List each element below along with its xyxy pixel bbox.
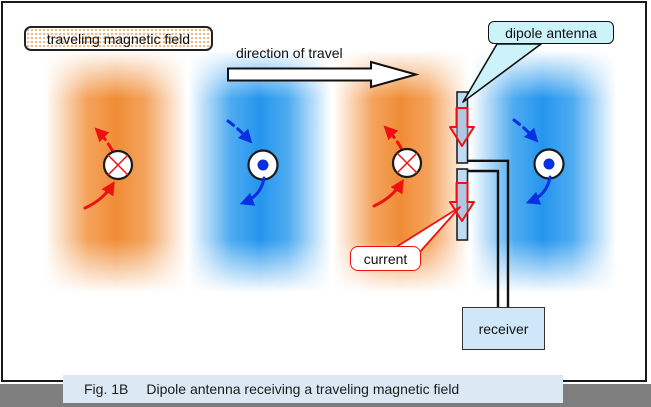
current-label: current [350, 246, 421, 271]
flux-symbol-into-page-2 [372, 125, 423, 208]
current-arrow-upper [449, 107, 475, 147]
feed-wire-upper [467, 159, 510, 307]
traveling-magnetic-field-label: traveling magnetic field [24, 26, 213, 51]
receiver-box: receiver [462, 307, 545, 350]
x-into-page-icon [107, 154, 129, 176]
caption-text: Dipole antenna receiving a traveling mag… [146, 381, 460, 397]
receiver-text: receiver [478, 320, 529, 337]
dipole-antenna-text: dipole antenna [505, 24, 597, 41]
feed-wire-lower [467, 169, 500, 307]
feed-wires [467, 159, 510, 307]
direction-of-travel-arrow [227, 60, 420, 89]
traveling-magnetic-field-text: traveling magnetic field [46, 30, 191, 47]
current-text: current [363, 250, 408, 267]
dot-out-of-page-icon [543, 158, 555, 170]
direction-of-travel-label: direction of travel [236, 45, 343, 61]
x-into-page-icon [396, 152, 418, 174]
antenna-callout-pointer [462, 43, 542, 103]
figure-number: Fig. 1B [84, 381, 129, 397]
dipole-antenna-label: dipole antenna [488, 21, 614, 44]
flux-symbol-out-of-page-2 [512, 118, 565, 205]
dot-out-of-page-icon [257, 159, 269, 171]
flux-symbol-into-page-1 [83, 127, 134, 210]
figure-caption: Fig. 1B Dipole antenna receiving a trave… [63, 375, 563, 403]
flux-symbol-out-of-page-1 [226, 119, 279, 206]
